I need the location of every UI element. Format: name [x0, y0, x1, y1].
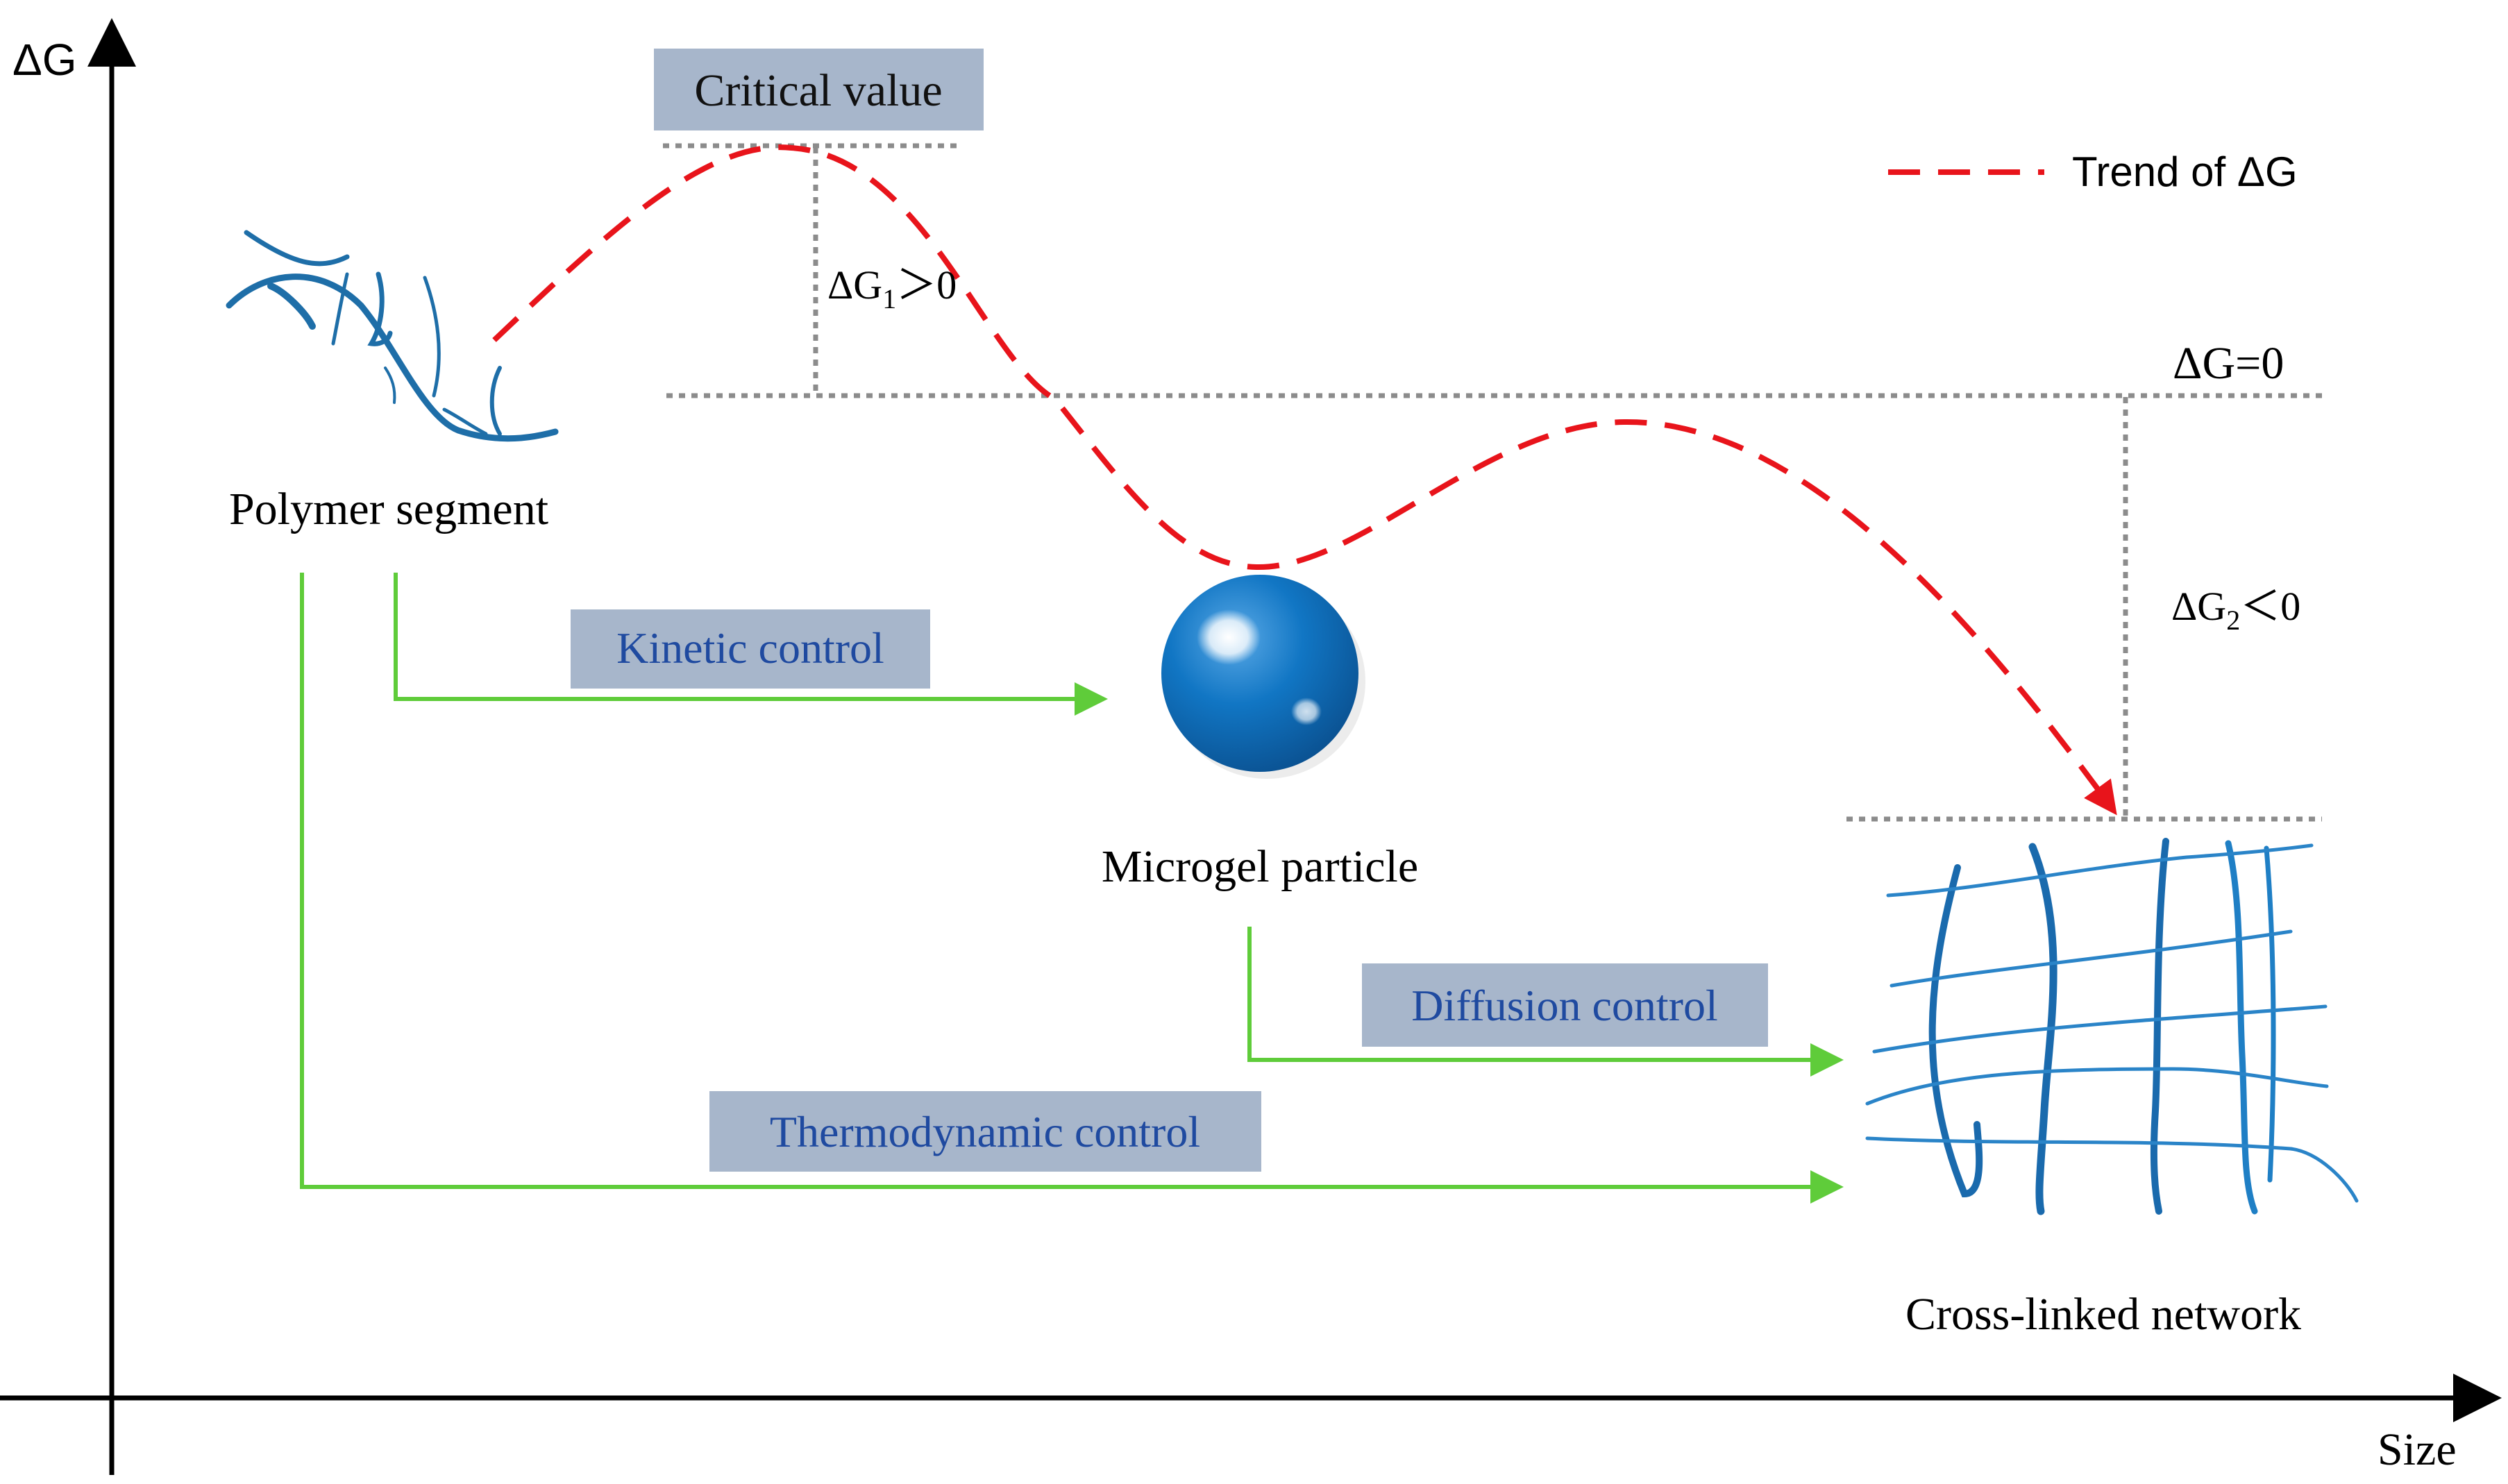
kinetic-control-box-bg: [571, 609, 930, 689]
dg1-relation: ＞0: [896, 262, 957, 307]
thermodynamic-control-label: Thermodynamic control: [770, 1107, 1200, 1156]
thermodynamic-control-box: Thermodynamic control: [709, 1091, 1261, 1172]
reference-lines: [663, 143, 2322, 822]
critical-value-label: Critical value: [694, 65, 942, 116]
axes: ΔG Size: [0, 18, 2502, 1475]
cross-linked-network-icon: [1865, 838, 2359, 1215]
dg1-subscript: 1: [882, 283, 896, 314]
x-axis-label: Size: [2377, 1424, 2457, 1475]
dg2-symbol: ΔG: [2171, 584, 2226, 629]
dg1-annotation: ΔG1＞0: [827, 262, 957, 314]
dg2-annotation: ΔG2＜0: [2171, 584, 2300, 636]
thermodynamic-control-box-bg: [709, 1091, 1261, 1172]
microgel-sphere-icon: [1161, 575, 1365, 779]
polymer-segment-label: Polymer segment: [229, 484, 548, 534]
legend-label: Trend of ΔG: [2072, 149, 2298, 195]
kinetic-control-box: Kinetic control: [571, 609, 930, 689]
diffusion-control-arrow: [1247, 927, 1844, 1077]
critical-value-box-bg: [654, 49, 984, 130]
control-arrows: [300, 573, 1844, 1204]
polymer-segment-icon: [226, 230, 559, 442]
kinetic-control-arrow: [394, 573, 1108, 716]
diffusion-control-box: Diffusion control: [1362, 963, 1768, 1047]
dg2-subscript: 2: [2226, 605, 2240, 636]
kinetic-control-label: Kinetic control: [616, 623, 884, 673]
dg1-symbol: ΔG: [827, 262, 882, 307]
dg-zero-annotation: ΔG=0: [2173, 338, 2284, 389]
diffusion-control-label: Diffusion control: [1411, 981, 1717, 1030]
legend: Trend of ΔG: [1888, 149, 2298, 195]
cross-linked-network-label: Cross-linked network: [1905, 1289, 2301, 1340]
diffusion-control-box-bg: [1362, 963, 1768, 1047]
critical-value-box: Critical value: [654, 49, 984, 130]
microgel-particle-label: Microgel particle: [1102, 841, 1418, 892]
y-axis-label: ΔG: [12, 35, 77, 85]
dg2-relation: ＜0: [2240, 584, 2300, 629]
thermodynamic-control-arrow: [300, 573, 1844, 1204]
